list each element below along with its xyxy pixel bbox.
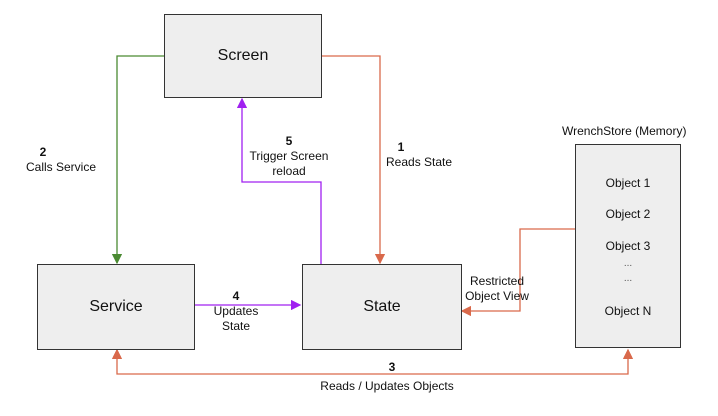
store-item-3: Object 3 — [605, 239, 651, 253]
label-updates-state-line1: Updates — [213, 304, 259, 318]
edge-trigger-reload — [236, 97, 322, 266]
state-node: State — [302, 264, 462, 350]
service-node-label: Service — [89, 298, 143, 315]
edge-reads-state — [322, 55, 386, 265]
edge-reads-updates-objects — [111, 348, 634, 375]
state-node-label: State — [363, 298, 401, 315]
wrenchstore-node — [575, 144, 681, 348]
label-reads-state: 1 Reads State — [386, 140, 452, 170]
label-reads-updates-objects-number: 3 — [388, 360, 396, 374]
edge-restricted-view — [460, 228, 582, 317]
label-calls-service: 2 Calls Service — [26, 145, 96, 175]
store-item-n: Object N — [604, 304, 652, 318]
label-reads-state-number: 1 — [397, 140, 405, 154]
store-title: WrenchStore (Memory) — [562, 124, 687, 138]
label-reads-updates-objects: 3 Reads / Updates Objects — [302, 360, 472, 394]
store-item-ellipsis-2: ... — [623, 273, 633, 284]
label-trigger-reload-line2: reload — [272, 164, 306, 178]
store-item-2: Object 2 — [605, 207, 651, 221]
store-item-ellipsis-1: ... — [623, 258, 633, 269]
arrow-head-service — [113, 349, 121, 357]
label-trigger-reload-number: 5 — [285, 134, 293, 148]
label-reads-state-text: Reads State — [386, 155, 453, 169]
label-restricted-view-line2: Object View — [465, 289, 529, 303]
label-calls-service-text: Calls Service — [26, 160, 97, 174]
store-item-1: Object 1 — [605, 176, 651, 190]
screen-node: Screen — [164, 14, 322, 98]
label-restricted-view-line1: Restricted — [469, 274, 525, 288]
arrow-head-store — [624, 349, 632, 357]
label-reads-updates-objects-text: Reads / Updates Objects — [320, 379, 454, 393]
label-updates-state-number: 4 — [232, 289, 240, 303]
screen-node-label: Screen — [217, 47, 269, 64]
label-calls-service-number: 2 — [39, 145, 47, 159]
edge-calls-service — [111, 55, 164, 265]
label-updates-state: 4 Updates State — [208, 289, 264, 334]
label-trigger-reload: 5 Trigger Screen reload — [243, 134, 335, 179]
service-node: Service — [37, 264, 195, 350]
label-updates-state-line2: State — [221, 319, 251, 333]
label-restricted-view: Restricted Object View — [460, 274, 534, 304]
label-trigger-reload-line1: Trigger Screen — [249, 149, 329, 163]
